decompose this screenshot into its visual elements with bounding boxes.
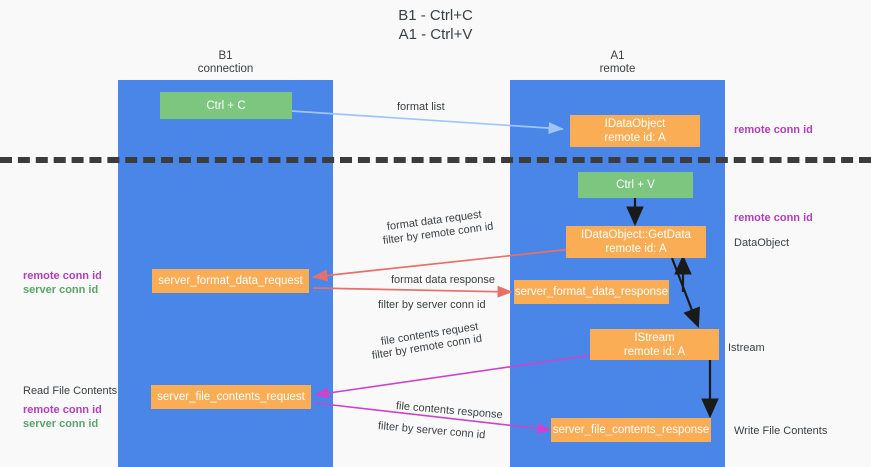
node-fmt-req-label: server_format_data_request xyxy=(158,275,303,287)
node-getdata-line2: remote id: A xyxy=(605,243,667,255)
edge-label-file-contents-response-filter: filter by server conn id xyxy=(377,419,485,442)
lane-header-b1-sub: connection xyxy=(197,63,254,75)
node-ctrl-v[interactable]: Ctrl + V xyxy=(578,172,693,198)
side-label-left-remote-conn-id-2: remote conn id xyxy=(23,404,102,416)
side-label-remote-conn-id-top: remote conn id xyxy=(734,124,813,136)
node-ctrl-v-label: Ctrl + V xyxy=(616,179,655,191)
node-server-format-data-request[interactable]: server_format_data_request xyxy=(152,269,309,293)
side-label-read-file-contents: Read File Contents xyxy=(23,385,118,397)
lane-header-a1: A1 remote xyxy=(510,50,725,76)
side-label-left-remote-conn-id: remote conn id xyxy=(23,270,102,282)
lane-header-a1-name: A1 xyxy=(610,50,625,62)
lane-header-b1-name: B1 xyxy=(218,50,233,62)
node-getdata-line1: IDataObject::GetData xyxy=(581,229,691,241)
lane-header-a1-sub: remote xyxy=(599,63,636,75)
node-server-file-contents-response[interactable]: server_file_contents_response xyxy=(551,418,711,442)
node-server-file-contents-request[interactable]: server_file_contents_request xyxy=(151,385,311,409)
phase-divider xyxy=(0,157,871,163)
side-label-istream: Istream xyxy=(728,342,765,354)
edge-label-format-data-response: format data response xyxy=(391,274,495,286)
node-ctrl-c[interactable]: Ctrl + C xyxy=(160,92,292,119)
node-ctrl-c-label: Ctrl + C xyxy=(206,99,246,112)
title-line-2: A1 - Ctrl+V xyxy=(398,26,473,43)
filter-prefix-1: filter by xyxy=(382,230,422,247)
filter-prefix-4: filter by xyxy=(377,420,417,436)
node-idataobject-line2: remote id: A xyxy=(604,132,666,144)
edge-format-data-response xyxy=(312,285,513,298)
side-label-left-server-conn-id: server conn id xyxy=(23,284,99,296)
page-title: B1 - Ctrl+C A1 - Ctrl+V xyxy=(0,6,871,44)
node-fmt-resp-label: server_format_data_response xyxy=(514,286,669,298)
node-file-resp-label: server_file_contents_response xyxy=(552,424,710,436)
node-idataobject[interactable]: IDataObject remote id: A xyxy=(570,115,700,147)
edge-label-file-contents-response: file contents response xyxy=(395,400,504,422)
filter-key-server-conn-id-1: server conn id xyxy=(416,299,486,311)
side-label-dataobject: DataObject xyxy=(734,237,790,249)
node-istream-line1: IStream xyxy=(634,331,675,344)
node-file-req-label: server_file_contents_request xyxy=(157,391,305,403)
edge-label-format-data-response-filter: filter by server conn id xyxy=(378,298,486,312)
side-label-write-file-contents: Write File Contents xyxy=(734,425,828,437)
node-server-format-data-response[interactable]: server_format_data_response xyxy=(514,280,669,304)
side-label-left-server-conn-id-2: server conn id xyxy=(23,418,99,430)
filter-prefix-3: filter by xyxy=(371,344,411,362)
title-line-1: B1 - Ctrl+C xyxy=(398,7,473,24)
node-idataobject-line1: IDataObject xyxy=(604,118,666,130)
node-istream[interactable]: IStream remote id: A xyxy=(590,329,719,360)
edge-label-format-list: format list xyxy=(397,101,445,113)
side-label-remote-conn-id-mid: remote conn id xyxy=(734,212,813,224)
filter-prefix-2: filter by xyxy=(378,299,417,311)
node-idataobject-getdata[interactable]: IDataObject::GetData remote id: A xyxy=(566,226,706,258)
lane-header-b1: B1 connection xyxy=(118,50,333,76)
filter-key-server-conn-id-2: server conn id xyxy=(415,423,486,442)
node-istream-line2: remote id: A xyxy=(623,345,686,358)
